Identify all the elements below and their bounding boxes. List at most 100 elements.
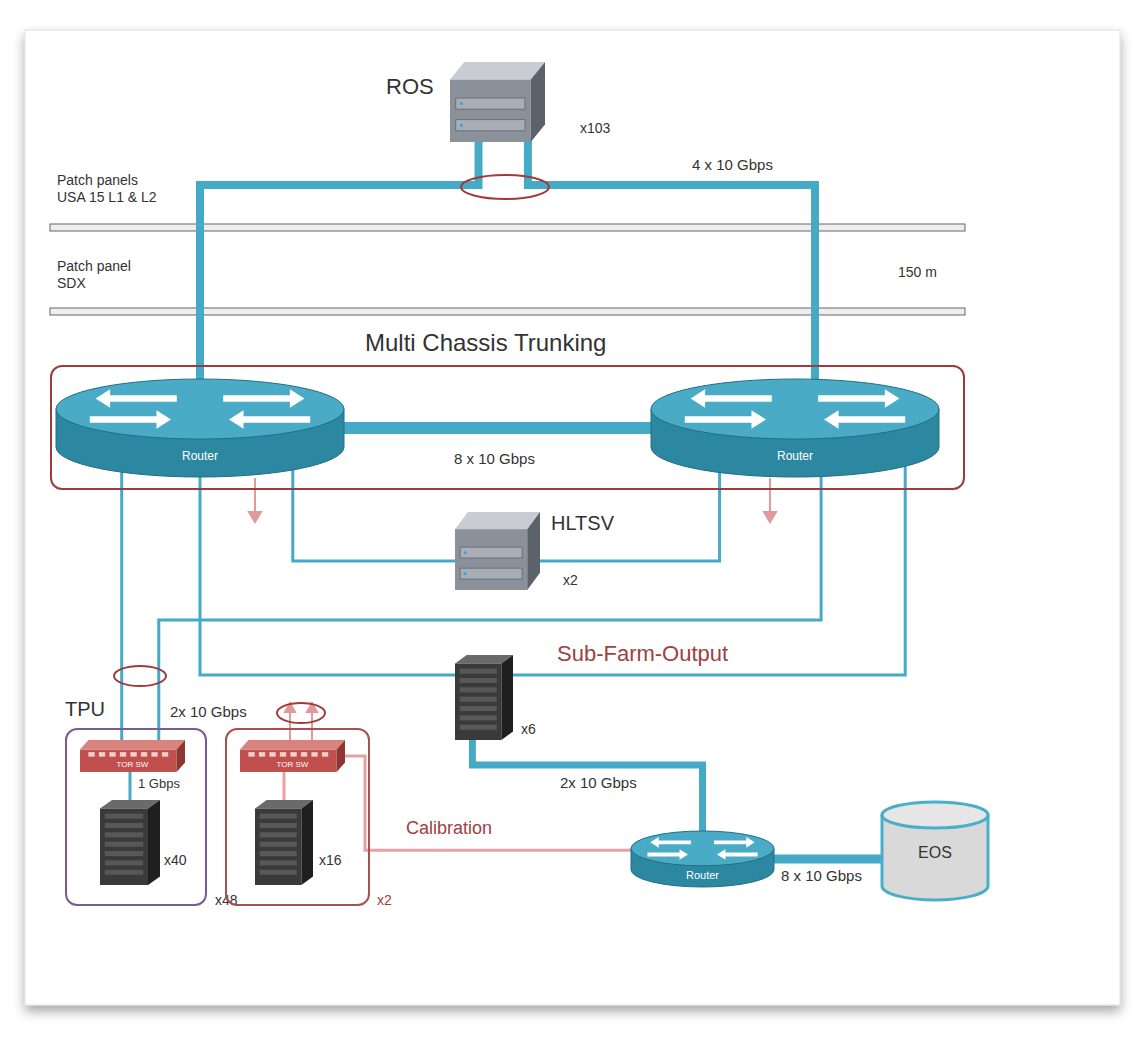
node-text: TOR SW	[240, 760, 345, 769]
arrow-head	[764, 512, 776, 522]
link-label: 1 Gbps	[136, 776, 182, 792]
rack-unit	[105, 860, 143, 865]
link-label: 8 x 10 Gbps	[452, 450, 537, 468]
trunk-ring	[277, 703, 325, 723]
page-frame	[25, 30, 1120, 1005]
tor-switch: TOR SW	[80, 740, 185, 772]
switch-port	[141, 752, 147, 756]
rack-unit	[105, 851, 143, 856]
link-label: 2x 10 Gbps	[168, 703, 249, 721]
node-text: Router	[650, 450, 940, 464]
node-text: EOS	[880, 844, 990, 862]
rack-unit	[460, 725, 497, 730]
switch-top	[80, 740, 185, 750]
network-link	[283, 770, 286, 802]
router: Router	[630, 830, 775, 888]
server-side	[527, 512, 540, 590]
network-link	[200, 472, 459, 675]
router-arrow	[824, 410, 905, 428]
server-led	[460, 124, 463, 127]
node-heading: Sub-Farm-Output	[557, 641, 728, 666]
rack-icon: Sub-Farm-Outputx6	[455, 655, 513, 740]
switch-port	[290, 752, 296, 756]
node-heading: ROS	[386, 74, 434, 99]
switch-side	[337, 740, 345, 772]
rack-unit	[260, 870, 297, 875]
server-icon-graphic	[450, 62, 545, 142]
server-drawer	[460, 568, 522, 579]
link-label: 2x 10 Gbps	[558, 774, 639, 792]
server-drawer	[460, 547, 522, 558]
network-link	[536, 466, 720, 561]
rack-front	[100, 809, 148, 886]
server-front	[455, 529, 527, 590]
node-text: x6	[521, 721, 536, 737]
server-led	[464, 572, 467, 575]
node-text: Router	[630, 869, 775, 882]
network-link	[339, 422, 656, 434]
router-top	[651, 379, 939, 439]
rack-icon-graphic	[455, 655, 513, 740]
network-link	[472, 736, 702, 836]
trunk-ring	[114, 666, 166, 686]
router-arrow	[717, 849, 758, 860]
node-text: x2	[377, 892, 392, 908]
router-arrow	[223, 389, 304, 407]
router-arrow	[691, 389, 772, 407]
flow-arrow	[289, 710, 291, 740]
node-text: TOR SW	[80, 760, 185, 769]
network-link	[120, 464, 123, 744]
router-arrow	[647, 849, 688, 860]
node-text: x16	[319, 852, 342, 868]
link-label: 8 x 10 Gbps	[779, 867, 864, 885]
server-front	[450, 80, 531, 142]
network-link	[293, 466, 459, 561]
trunking-group: Multi Chassis TrunkingRouterRouter	[50, 365, 965, 490]
switch-port	[259, 752, 265, 756]
annotation-label: Patch panel SDX	[55, 258, 154, 292]
switch-top	[240, 740, 345, 750]
rack-icon: x16	[255, 800, 313, 885]
flow-arrows	[249, 478, 776, 740]
router-arrow	[818, 389, 899, 407]
network-link	[343, 756, 636, 850]
rack-icon: x40	[100, 800, 160, 885]
router-arrow	[714, 837, 755, 848]
rack-unit	[260, 823, 297, 828]
trunk-ring	[461, 175, 549, 199]
rack-unit	[105, 823, 143, 828]
router-arrow	[90, 410, 171, 428]
rack-side	[501, 655, 513, 740]
flow-arrow	[769, 478, 771, 514]
server-top	[450, 62, 545, 80]
patch-panel-bar	[50, 224, 965, 231]
tor-switch: TOR SW	[240, 740, 345, 772]
rack-unit	[260, 832, 297, 837]
router: Router	[55, 378, 345, 478]
switch-port	[130, 752, 136, 756]
rack-group: x2TOR SWx16	[225, 728, 370, 906]
node-heading: TPU	[65, 698, 105, 721]
rack-front	[455, 664, 501, 741]
rack-unit	[460, 706, 497, 711]
server-top	[455, 512, 540, 529]
rack-side	[301, 800, 313, 885]
server-led	[464, 551, 467, 554]
network-link	[771, 855, 884, 864]
server-side	[531, 62, 545, 142]
switch-port	[269, 752, 275, 756]
switch-port	[109, 752, 115, 756]
server-icon: HLTSVx2	[455, 512, 540, 590]
server-led	[460, 102, 463, 105]
node-text: x2	[563, 572, 578, 588]
node-heading: HLTSV	[551, 512, 614, 535]
rack-unit	[260, 851, 297, 856]
rack-unit	[460, 669, 497, 674]
switch-side	[177, 740, 185, 772]
switch-port	[322, 752, 328, 756]
arrow-head	[249, 512, 261, 522]
rack-unit	[105, 832, 143, 837]
rack-unit	[260, 842, 297, 847]
switch-port	[88, 752, 94, 756]
